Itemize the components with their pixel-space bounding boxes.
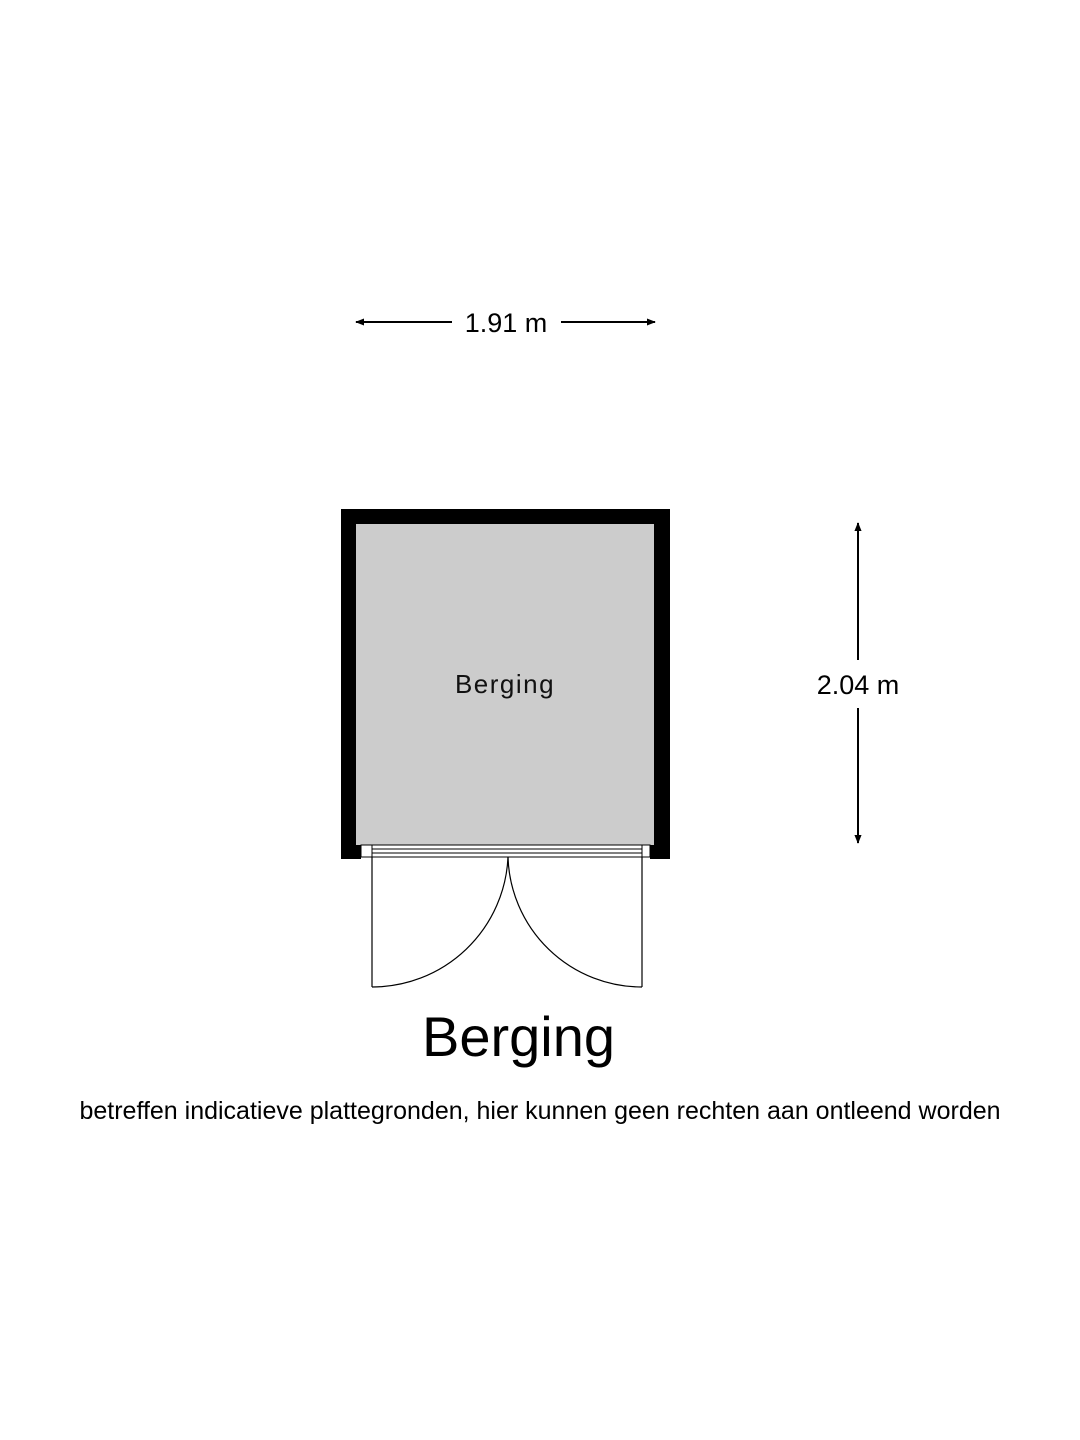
height-dimension: 2.04 m: [817, 522, 900, 844]
width-dimension: 1.91 m: [355, 308, 656, 338]
door-leaf-right: [507, 856, 643, 988]
wall-bottom-left-stub: [341, 845, 361, 859]
door-leaf-left: [371, 856, 509, 988]
wall-top: [341, 509, 670, 524]
width-dimension-label: 1.91 m: [465, 308, 548, 338]
wall-bottom-right-stub: [650, 845, 670, 859]
wall-right: [654, 509, 670, 859]
height-dimension-label: 2.04 m: [817, 670, 900, 700]
room-floor: [356, 524, 654, 846]
disclaimer-text: betreffen indicatieve plattegronden, hie…: [79, 1097, 1001, 1125]
room-label: Berging: [455, 669, 555, 699]
door-threshold: [360, 844, 651, 858]
room-berging: Berging: [341, 509, 670, 859]
plan-title: Berging: [421, 1005, 616, 1068]
wall-left: [341, 509, 356, 859]
double-door: [371, 856, 643, 988]
